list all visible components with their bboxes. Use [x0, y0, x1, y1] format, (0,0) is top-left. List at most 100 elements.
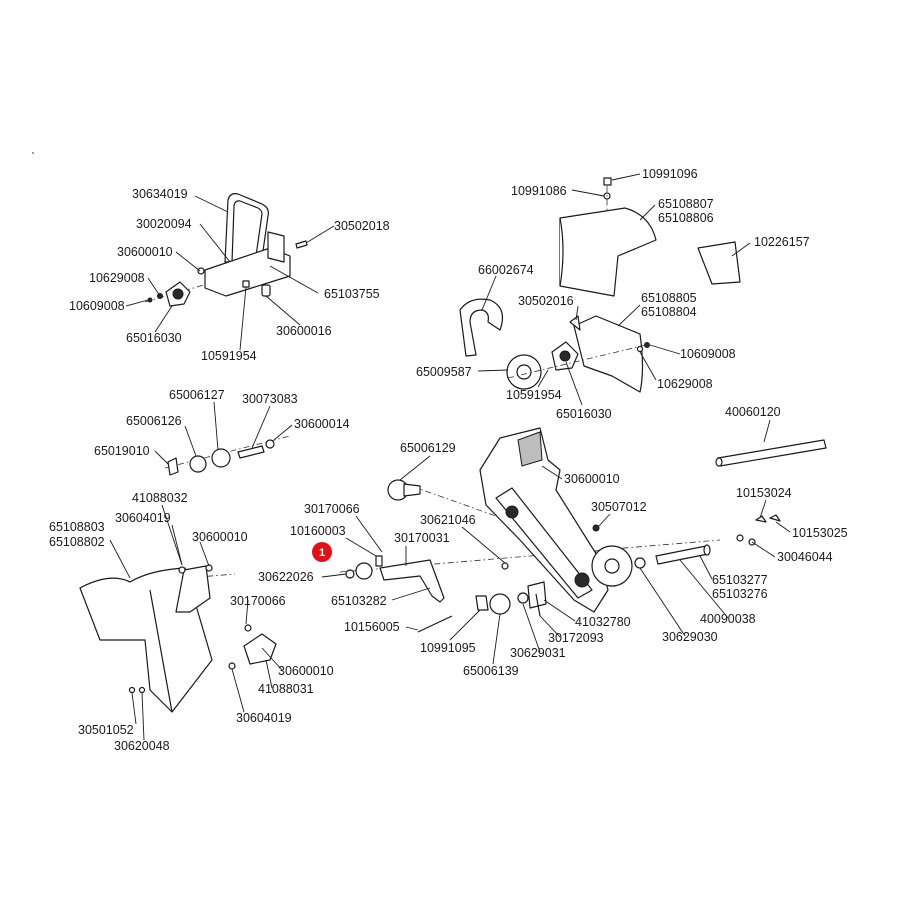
label-30507012: 30507012 [591, 500, 647, 514]
label-30622026: 30622026 [258, 570, 314, 584]
shaft-30073083 [237, 445, 265, 459]
label-10153025: 10153025 [792, 526, 848, 540]
leader [161, 504, 183, 566]
leader [199, 541, 210, 567]
label-10991095: 10991095 [420, 641, 476, 655]
leader [775, 521, 791, 533]
callout-badge[interactable]: 1 [312, 542, 332, 562]
washer-30622026 [345, 569, 355, 579]
label-65006126: 65006126 [126, 414, 182, 428]
label-40060120: 40060120 [725, 405, 781, 419]
guard-edge [559, 217, 564, 287]
label-40090038: 40090038 [700, 612, 756, 626]
leader [477, 369, 509, 372]
nut-30604019-b [228, 662, 236, 670]
bolt-30502018 [295, 240, 308, 249]
leader [639, 351, 657, 381]
label-10591954-b: 10591954 [506, 388, 562, 402]
washer-10629008-b [636, 345, 644, 353]
leader [571, 189, 605, 197]
leader [147, 277, 161, 297]
label-65103282: 65103282 [331, 594, 387, 608]
leader [199, 223, 231, 263]
label-30629030: 30629030 [662, 630, 718, 644]
leader [539, 615, 561, 638]
leader [154, 450, 169, 465]
callout-badge-circle[interactable] [312, 542, 332, 562]
label-10609008-b: 10609008 [680, 347, 736, 361]
label-65016030-b: 65016030 [556, 407, 612, 421]
sprocket-hub [516, 364, 532, 380]
leader [492, 613, 501, 665]
leader [537, 369, 549, 388]
bolt-30502016 [569, 315, 581, 331]
leader [245, 599, 249, 625]
label-10991096: 10991096 [642, 167, 698, 181]
bracket-41088032 [175, 565, 211, 613]
frame-arm [495, 487, 593, 599]
assembly-main-frame [339, 427, 781, 633]
label-65006129: 65006129 [400, 441, 456, 455]
nut-10609008 [147, 297, 153, 303]
assembly-upper-right-guard [459, 177, 741, 393]
clip-10153025 [769, 514, 781, 522]
leader [239, 286, 247, 351]
leader [449, 609, 481, 641]
spring-10156005 [417, 615, 453, 633]
leader [481, 275, 497, 311]
label-65103276: 65103276 [712, 587, 768, 601]
pulley-65103282 [355, 562, 373, 580]
label-30501052: 30501052 [78, 723, 134, 737]
leader [461, 526, 506, 564]
leader [522, 603, 541, 653]
nut-30600014 [265, 439, 275, 449]
assembly-sprockets-left [164, 435, 291, 476]
label-10160003: 10160003 [290, 524, 346, 538]
leader [175, 251, 201, 272]
leader [759, 499, 767, 519]
leader [154, 305, 173, 333]
label-66002674: 66002674 [478, 263, 534, 277]
label-30170066-b: 30170066 [230, 594, 286, 608]
label-30046044: 30046044 [777, 550, 833, 564]
label-65103277: 65103277 [712, 573, 768, 587]
label-10156005: 10156005 [344, 620, 400, 634]
leader [213, 401, 219, 451]
bolt-10991096 [603, 177, 612, 186]
bearing-center-b [559, 350, 571, 362]
leader [391, 587, 431, 601]
label-30600010-a: 30600010 [117, 245, 173, 259]
label-30604019-a: 30604019 [115, 511, 171, 525]
axis-line [507, 343, 651, 379]
label-30634019: 30634019 [132, 187, 188, 201]
label-30620048: 30620048 [114, 739, 170, 753]
leader [639, 204, 656, 221]
washer-30620048 [138, 686, 146, 694]
washer-30629031 [517, 592, 529, 604]
label-65108802: 65108802 [49, 535, 105, 549]
nut-30604019 [178, 566, 186, 574]
label-65103755: 65103755 [324, 287, 380, 301]
leader-lines [109, 173, 791, 741]
pin-30046044 [736, 534, 744, 542]
leader [194, 195, 229, 213]
leader [131, 692, 137, 725]
part-number-labels: 30634019 30020094 30502018 30600010 1062… [49, 167, 848, 753]
label-30600010-c: 30600010 [192, 530, 248, 544]
rod-body [717, 439, 827, 467]
frame-bearing-bottom [574, 572, 590, 588]
label-30600016: 30600016 [276, 324, 332, 338]
side-plate-65108805 [573, 315, 644, 393]
leader [679, 559, 729, 619]
guard-fold [149, 589, 173, 713]
leader [751, 541, 776, 558]
decal-10226157 [697, 241, 741, 285]
leader [345, 537, 377, 557]
leader [611, 173, 641, 181]
leader [639, 567, 686, 637]
label-30502018: 30502018 [334, 219, 390, 233]
leader [699, 555, 713, 580]
label-41088031: 41088031 [258, 682, 314, 696]
